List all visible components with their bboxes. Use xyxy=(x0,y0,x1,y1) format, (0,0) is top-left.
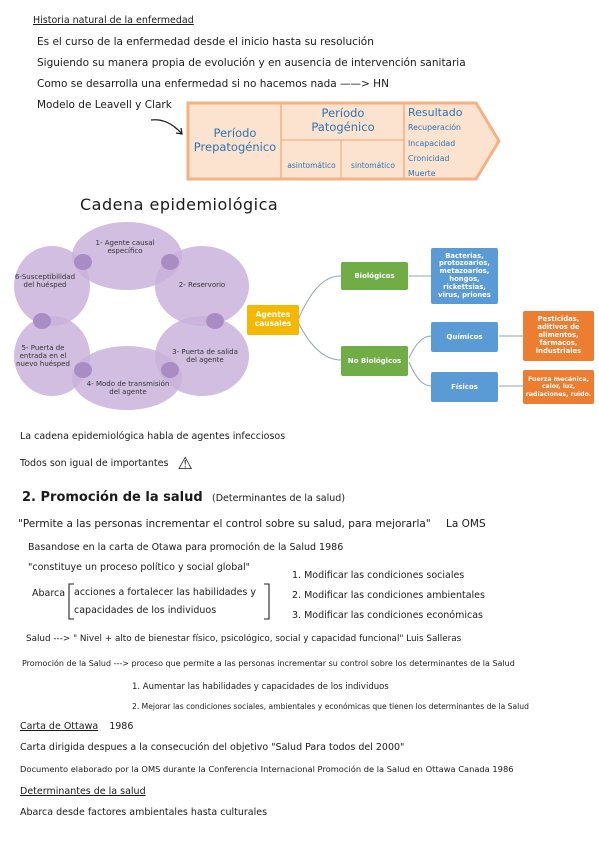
quote-oms: "Permite a las personas incrementar el c… xyxy=(18,518,431,530)
asintomatico-label: asintomático xyxy=(287,161,336,170)
node-ellipse-5 xyxy=(14,316,90,396)
definition-line-3-text: Como se desarrolla una enfermedad si no … xyxy=(37,78,337,90)
capacidades-line: capacidades de los individuos xyxy=(74,605,217,616)
curved-arrow-icon xyxy=(150,119,183,135)
note-agentes-infecciosos: La cadena epidemiológica habla de agente… xyxy=(20,431,286,442)
node-ellipse-4 xyxy=(72,346,182,410)
section-heading-historia: Historia natural de la enfermedad xyxy=(33,15,194,26)
node-puerta-salida: 3- Puerta de salida del agente xyxy=(172,347,238,364)
section-subheading: (Determinantes de la salud) xyxy=(212,493,346,504)
fisicos-box: Físicos xyxy=(431,372,498,402)
abarca-label: Abarca xyxy=(32,588,66,599)
sintomatico-label: sintomático xyxy=(351,161,395,170)
determinantes-heading: Determinantes de la salud xyxy=(20,786,146,797)
warning-icon: ⚠ xyxy=(177,454,193,474)
ottawa-line-1: Carta dirigida despues a la consecución … xyxy=(20,742,405,753)
resultado-label: Resultado xyxy=(408,106,463,119)
node-agente-causal: 1- Agente causal específico xyxy=(95,238,155,255)
muerte-label: Muerte xyxy=(408,169,436,178)
node-modo-transmision: 4- Modo de transmisión del agente xyxy=(86,379,170,396)
cadena-title: Cadena epidemiológica xyxy=(80,195,279,214)
leavell-arrow-shape xyxy=(186,101,501,181)
definition-line-2: Siguiendo su manera propia de evolución … xyxy=(37,57,466,69)
recuperacion-label: Recuperación xyxy=(408,123,461,132)
quimicos-list-box: Pesticidas, aditivos de alimentos, fárma… xyxy=(523,311,594,361)
ottawa-line-2: Documento elaborado por la OMS durante l… xyxy=(20,764,514,774)
definition-line-3: Como se desarrolla una enfermedad si no … xyxy=(37,78,389,91)
definition-line: Es el curso de la enfermedad desde el in… xyxy=(37,36,374,48)
section2-heading-row: 2. Promoción de la salud (Determinantes … xyxy=(22,490,346,505)
node-puerta-entrada: 5- Puerta de entrada en el nuevo huésped xyxy=(16,343,70,369)
salud-definicion: Salud ---> " Nivel + alto de bienestar f… xyxy=(26,634,462,644)
quote-oms-row: "Permite a las personas incrementar el c… xyxy=(18,518,486,531)
right-bracket xyxy=(264,583,270,620)
modificar-3: 3. Modificar las condiciones económicas xyxy=(292,610,483,621)
promocion-punto-1: 1. Aumentar las habilidades y capacidade… xyxy=(132,682,389,692)
patogenico-label: Período Patogénico xyxy=(311,106,375,135)
node-ellipse-2 xyxy=(155,246,249,326)
ottawa-year: 1986 xyxy=(109,721,134,732)
leavell-clark-diagram: Período Prepatogénico Período Patogénico… xyxy=(186,100,501,182)
node-ellipse-6 xyxy=(14,246,90,326)
section-heading-promocion: 2. Promoción de la salud xyxy=(22,490,203,505)
arrow-icon: ——> xyxy=(340,78,374,90)
node-reservorio: 2- Reservorio xyxy=(178,280,226,289)
agentes-connectors xyxy=(297,275,523,387)
promocion-definicion: Promoción de la Salud ---> proceso que p… xyxy=(22,659,515,668)
promocion-punto-2: 2. Mejorar las condiciones sociales, amb… xyxy=(132,702,529,711)
quimicos-box: Químicos xyxy=(431,322,498,352)
modificar-1: 1. Modificar las condiciones sociales xyxy=(292,570,465,581)
modificar-2: 2. Modificar las condiciones ambientales xyxy=(292,590,485,601)
biologicos-list-box: Bacterias, protozoarios, metazoarios, ho… xyxy=(431,248,498,304)
no-biologicos-box: No Biológicos xyxy=(341,346,408,376)
prepatogenico-label: Período Prepatogénico xyxy=(193,126,277,155)
ottawa-heading: Carta de Ottawa xyxy=(20,721,99,732)
determinantes-line: Abarca desde factores ambientales hasta … xyxy=(20,807,268,818)
basandose-line: Basandose en la carta de Otawa para prom… xyxy=(28,542,344,553)
oms-attribution: La OMS xyxy=(446,518,486,530)
ottawa-heading-row: Carta de Ottawa 1986 xyxy=(20,721,134,732)
constituye-line: "constituye un proceso político y social… xyxy=(28,562,251,573)
cronicidad-label: Cronicidad xyxy=(408,154,450,163)
fisicos-list-box: Fuerza mecánica, calor, luz, radiaciones… xyxy=(523,370,594,404)
note-igual-importantes-text: Todos son igual de importantes xyxy=(20,458,169,469)
incapacidad-label: Incapacidad xyxy=(408,139,456,148)
agentes-causales-box: Agentes causales xyxy=(247,305,299,335)
acciones-line: acciones a fortalecer las habilidades y xyxy=(74,587,257,598)
biologicos-box: Biológicos xyxy=(341,262,408,290)
leavell-label: Modelo de Leavell y Clark xyxy=(37,99,172,111)
hn-label: HN xyxy=(373,78,389,90)
left-bracket xyxy=(68,583,74,620)
cadena-ring-diagram xyxy=(14,222,249,410)
node-susceptibilidad: 6-Susceptibilidad del huésped xyxy=(14,272,76,289)
node-ellipse-1 xyxy=(72,222,182,290)
note-igual-importantes: Todos son igual de importantes ⚠ xyxy=(20,455,193,474)
